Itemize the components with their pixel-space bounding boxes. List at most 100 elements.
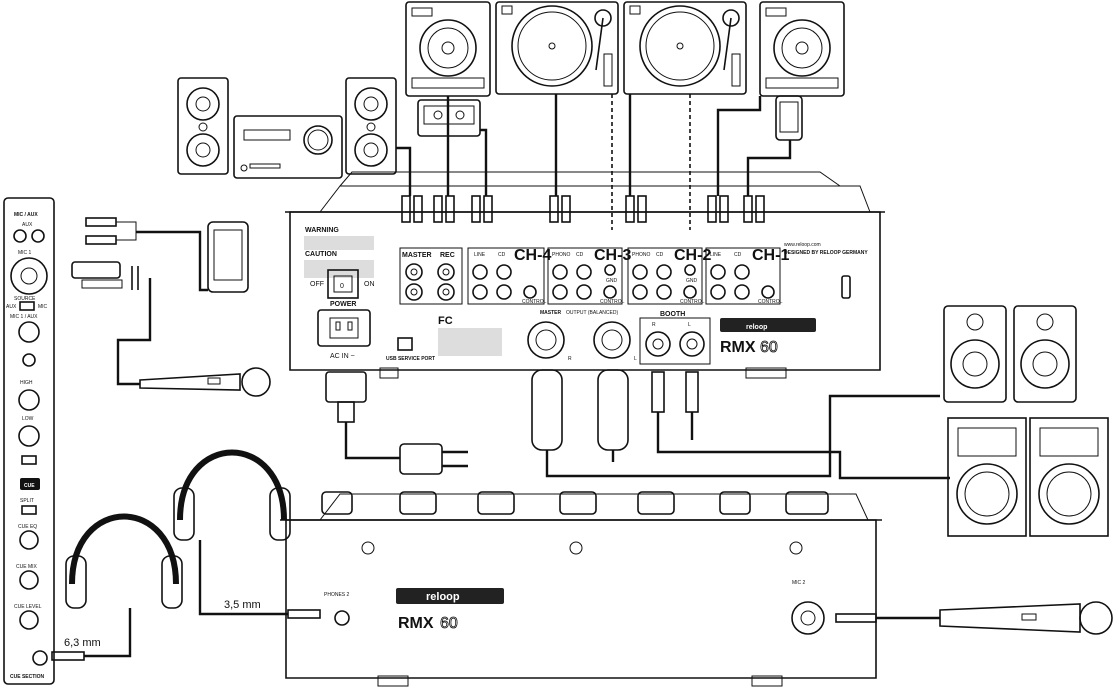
source-aux-label: AUX [6,304,17,310]
phones-jack-63[interactable] [32,650,48,666]
low-eq-knob[interactable] [18,425,40,447]
microphone-front [835,601,1113,635]
ch2-control-label: CONTROL [680,299,705,305]
headphones-side [51,513,183,661]
ch1-label: CH-1 [752,247,789,264]
cue-level-knob[interactable] [19,610,39,630]
rear-brand-logo [720,318,816,332]
cable-rec-to-cassette [480,128,488,196]
ac-in-label: AC IN ~ [330,353,355,360]
front-model-b: 60 [440,615,458,632]
booth-jack-outputs[interactable] [645,331,705,357]
cue-level-label: CUE LEVEL [14,604,42,610]
headphones-front [173,449,321,619]
cable-cd-right [716,96,762,196]
mic2-label: MIC 2 [792,580,806,586]
svg-text:0: 0 [340,283,344,290]
hifi-speaker-left [177,77,229,175]
ch4-rca-inputs[interactable] [472,264,512,300]
turntable-right [623,1,747,95]
ch3-control-jack[interactable] [603,285,617,299]
studio-monitor-left [943,305,1007,403]
ch4-control-label: CONTROL [522,299,547,305]
ch4-control-jack[interactable] [523,285,537,299]
master-rca-out[interactable] [405,263,423,301]
turntable-left [495,1,619,95]
xlr-r-label: R [568,356,572,362]
ch2-gnd-screw[interactable] [684,264,696,276]
low-label: LOW [22,416,34,422]
ac-inlet[interactable] [317,309,371,347]
fc-text-block [438,328,502,356]
ch1-cd-label: CD [734,252,742,258]
source-mic-label: MIC [38,304,48,310]
cue-eq-label: CUE EQ [18,524,37,530]
ch3-gnd-label: GND [606,278,618,284]
ch2-label: CH-2 [674,247,711,264]
rec-label: REC [440,252,455,259]
ch2-phono-label: PHONO [632,252,650,258]
cue-mix-label: CUE MIX [16,564,38,570]
xlr-jack-adapter [71,261,152,386]
high-eq-knob[interactable] [18,389,40,411]
split-label: SPLIT [20,498,34,504]
master-output-label: MASTER [540,310,562,316]
mic-level-knob[interactable] [18,321,40,343]
cue-button[interactable] [20,478,40,490]
booth-r-label: R [652,322,656,328]
cue-eq-knob[interactable] [19,530,39,550]
mic2-combo-input[interactable] [791,601,825,635]
power-switch[interactable]: 0 [327,269,359,299]
power-cable [325,371,468,475]
caution-text-block [304,260,374,278]
xlr-l-label: L [634,356,637,362]
split-switch[interactable] [21,505,37,515]
ch2-gnd-label: GND [686,278,698,284]
ch2-group [627,247,703,305]
side-panel [3,197,55,685]
kensington-lock [841,275,851,299]
ch4-cd-label: CD [498,252,506,258]
jack-35-label: 3,5 mm [224,599,261,611]
website-label: www.reloop.com [784,242,821,248]
caution-label: CAUTION [305,251,337,258]
usb-service-port[interactable] [397,337,413,351]
ch1-rca-inputs[interactable] [710,264,750,300]
phones2-label: PHONES 2 [324,592,350,598]
power-label: POWER [330,301,356,308]
smartphone-top [775,95,803,141]
rear-panel [285,171,885,379]
source-switch[interactable] [19,301,35,311]
ch2-control-jack[interactable] [683,285,697,299]
ch3-gnd-screw[interactable] [604,264,616,276]
mic1-combo-input[interactable] [10,257,48,295]
rec-rca-out[interactable] [437,263,455,301]
ch4-group [467,247,545,305]
ch2-rca-inputs[interactable] [632,264,672,300]
studio-monitor-right [1013,305,1077,403]
front-screws [361,541,803,555]
jack-63-label: 6,3 mm [64,637,101,649]
aux-label: AUX [22,222,33,228]
pa-speaker-left [947,417,1027,537]
front-model-a: RMX [398,615,434,632]
aux-rca-inputs[interactable] [13,229,45,243]
cue-mix-knob[interactable] [19,570,39,590]
ch2-cd-label: CD [656,252,664,258]
hifi-amplifier [233,115,343,179]
cue-section-label: CUE SECTION [10,674,45,680]
ch3-cd-label: CD [576,252,584,258]
ch1-control-jack[interactable] [761,285,775,299]
rca-plug-aux [85,217,208,292]
ch3-rca-inputs[interactable] [552,264,592,300]
ch1-control-label: CONTROL [758,299,783,305]
booth-jack-plugs [651,371,950,480]
master-xlr-outputs[interactable] [527,321,631,359]
ch1-group [705,247,781,305]
talkover-switch[interactable] [21,455,37,465]
phones2-jack[interactable] [334,610,350,626]
front-knobs[interactable] [321,491,829,515]
mic-clip-led [22,353,36,367]
ch1-line-label: LINE [710,252,722,258]
